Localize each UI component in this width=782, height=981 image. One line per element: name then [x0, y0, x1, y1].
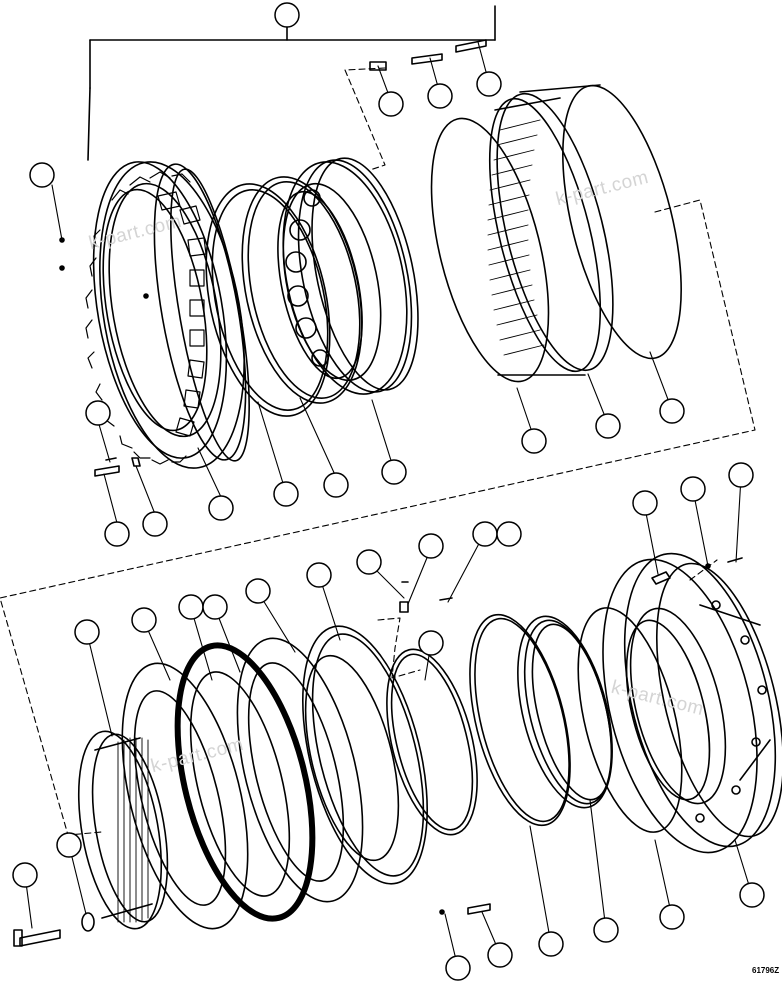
friction-discs: [121, 637, 364, 930]
callout-1: [274, 2, 300, 28]
callout-36: [659, 904, 685, 930]
carrier-teeth: [85, 171, 207, 465]
figure-code: 61796Z: [752, 966, 780, 975]
callout-17: [680, 476, 706, 502]
callout-26: [202, 594, 228, 620]
callout-35: [593, 917, 619, 943]
callout-33: [487, 942, 513, 968]
callout-6: [85, 400, 111, 426]
callout-20: [356, 549, 382, 575]
callout-29: [418, 630, 444, 656]
callout-14: [595, 413, 621, 439]
callout-19: [418, 533, 444, 559]
callout-24: [245, 578, 271, 604]
callout-11: [323, 472, 349, 498]
callout-34: [538, 931, 564, 957]
transmission-housing: [602, 552, 782, 854]
callout-16: [632, 490, 658, 516]
callout-37: [739, 882, 765, 908]
callout-8: [142, 511, 168, 537]
callout-31: [56, 832, 82, 858]
callout-18: [728, 462, 754, 488]
callout-9: [208, 495, 234, 521]
callout-3: [427, 83, 453, 109]
assembly-bracket: [87, 5, 496, 161]
sleeve-splines: [487, 119, 545, 356]
callout-30: [12, 862, 38, 888]
callout-22: [496, 521, 522, 547]
callout-10: [273, 481, 299, 507]
callout-21: [472, 521, 498, 547]
callout-27: [131, 607, 157, 633]
upper-fasteners: [59, 39, 487, 477]
callout-25: [178, 594, 204, 620]
callout-32: [445, 955, 471, 981]
callout-12: [381, 459, 407, 485]
callout-5: [29, 162, 55, 188]
friction-sleeve: [430, 84, 682, 383]
piston-housing: [277, 157, 419, 395]
hub-splines: [117, 737, 149, 923]
callout-7: [104, 521, 130, 547]
callout-23: [306, 562, 332, 588]
dashed-assembly-lines: [0, 67, 756, 836]
callout-28: [74, 619, 100, 645]
housing-gasket: [577, 607, 683, 833]
callout-2: [378, 91, 404, 117]
callout-15: [659, 398, 685, 424]
callout-13: [521, 428, 547, 454]
callout-circles: [12, 2, 765, 981]
callout-4: [476, 71, 502, 97]
ring-gear-carrier: [92, 161, 250, 469]
lower-fasteners: [13, 557, 743, 947]
hub-drum: [77, 730, 169, 930]
